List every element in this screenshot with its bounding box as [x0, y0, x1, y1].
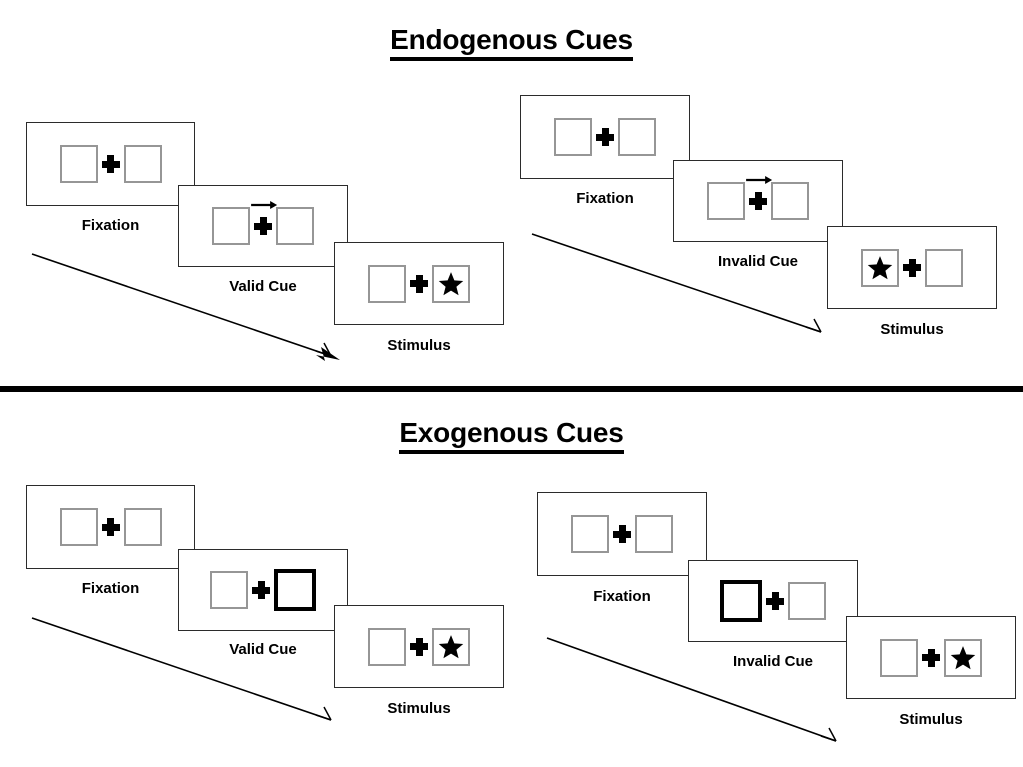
box-row — [720, 580, 826, 622]
placeholder-box-left — [59, 145, 98, 183]
placeholder-box-right — [635, 515, 673, 553]
section-title-endogenous: Endogenous Cues — [0, 24, 1023, 61]
frame-endo-invalid-stimulus — [827, 226, 997, 309]
frame-endo-valid-fixation — [26, 122, 195, 206]
frame-exo-invalid-cue — [688, 560, 858, 642]
fixation-cross-icon — [762, 588, 788, 614]
fixation-cross-icon — [592, 124, 618, 150]
placeholder-box-right — [432, 264, 470, 303]
arrow-right-cue-icon — [251, 201, 278, 209]
caption-exo-invalid-stimulus: Stimulus — [899, 711, 963, 728]
frame-exo-valid-fixation — [26, 485, 195, 569]
placeholder-box-left — [368, 264, 406, 303]
fixation-cross-icon — [609, 521, 635, 547]
fixation-cross-icon — [406, 271, 432, 297]
caption-endo-invalid-cue: Invalid Cue — [717, 253, 799, 270]
placeholder-box-left — [368, 627, 406, 666]
caption-endo-valid-stimulus: Stimulus — [387, 337, 451, 354]
frame-endo-valid-cue — [178, 185, 348, 267]
time-arrow-exogenous-valid — [31, 617, 332, 721]
fixation-cross-icon — [899, 255, 925, 281]
placeholder-box-right — [123, 145, 162, 183]
placeholder-box-right — [276, 207, 314, 245]
fixation-cross-icon — [248, 577, 274, 603]
frame-endo-invalid-cue — [673, 160, 843, 242]
box-row — [707, 176, 809, 220]
placeholder-box-left — [861, 248, 899, 287]
star-stimulus-icon — [438, 634, 464, 658]
placeholder-box-right — [432, 627, 470, 666]
placeholder-box-right — [788, 582, 826, 620]
caption-exo-invalid-cue: Invalid Cue — [732, 653, 814, 670]
arrow-right-cue-icon — [746, 176, 773, 184]
placeholder-box-left — [571, 515, 609, 553]
placeholder-box-left — [880, 638, 918, 677]
placeholder-box-left — [707, 182, 745, 220]
time-arrow-exogenous-invalid — [546, 637, 837, 742]
fixation-cross-icon — [250, 201, 278, 239]
placeholder-box-right — [944, 638, 982, 677]
placeholder-box-left — [212, 207, 250, 245]
box-row — [861, 248, 963, 287]
placeholder-box-left-cued — [720, 580, 762, 622]
frame-exo-valid-stimulus — [334, 605, 504, 688]
caption-exo-valid-stimulus: Stimulus — [387, 700, 451, 717]
placeholder-box-right — [925, 248, 963, 287]
placeholder-box-left — [59, 508, 98, 546]
caption-endo-valid-fixation: Fixation — [81, 217, 140, 234]
placeholder-box-left — [554, 118, 592, 156]
placeholder-box-left — [210, 571, 248, 609]
section-title-exogenous: Exogenous Cues — [0, 417, 1023, 454]
star-stimulus-icon — [867, 255, 893, 279]
star-stimulus-icon — [438, 271, 464, 295]
time-arrow-endogenous-invalid — [531, 233, 822, 333]
placeholder-box-right-cued — [274, 569, 316, 611]
fixation-cross-icon — [406, 634, 432, 660]
frame-exo-invalid-stimulus — [846, 616, 1016, 699]
caption-exo-valid-cue: Valid Cue — [229, 641, 297, 658]
caption-exo-valid-fixation: Fixation — [81, 580, 140, 597]
frame-exo-valid-cue — [178, 549, 348, 631]
section-title-exogenous-text: Exogenous Cues — [399, 417, 624, 454]
box-row — [571, 515, 673, 553]
caption-endo-invalid-fixation: Fixation — [576, 190, 634, 207]
time-arrow-endogenous-valid — [31, 253, 340, 361]
caption-endo-valid-cue: Valid Cue — [229, 278, 297, 295]
section-divider — [0, 386, 1023, 392]
box-row — [368, 627, 470, 666]
fixation-cross-icon — [745, 176, 773, 214]
frame-exo-invalid-fixation — [537, 492, 707, 576]
box-row — [212, 201, 314, 245]
placeholder-box-right — [123, 508, 162, 546]
box-row — [210, 569, 316, 611]
section-title-endogenous-text: Endogenous Cues — [390, 24, 633, 61]
fixation-cross-icon — [98, 514, 124, 540]
box-row — [554, 118, 656, 156]
box-row — [368, 264, 470, 303]
caption-endo-invalid-stimulus: Stimulus — [880, 321, 944, 338]
fixation-cross-icon — [98, 151, 124, 177]
box-row — [59, 145, 162, 183]
box-row — [59, 508, 162, 546]
box-row — [880, 638, 982, 677]
placeholder-box-right — [771, 182, 809, 220]
frame-endo-valid-stimulus — [334, 242, 504, 325]
caption-exo-invalid-fixation: Fixation — [593, 588, 651, 605]
star-stimulus-icon — [950, 645, 976, 669]
fixation-cross-icon — [918, 645, 944, 671]
placeholder-box-right — [618, 118, 656, 156]
frame-endo-invalid-fixation — [520, 95, 690, 179]
